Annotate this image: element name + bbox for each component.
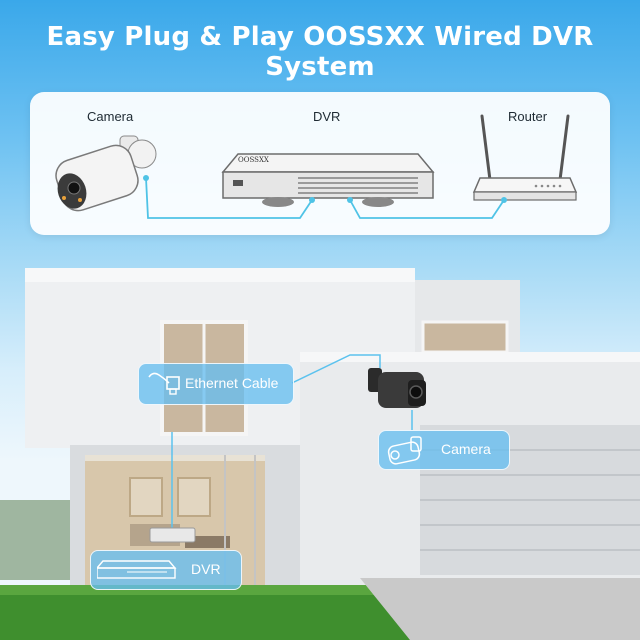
cable-lines	[143, 175, 507, 219]
dvr-icon	[221, 153, 435, 207]
headline: Easy Plug & Play OOSSXX Wired DVR System	[46, 22, 594, 82]
camera-icon	[55, 135, 157, 212]
dvr-small-icon	[97, 560, 177, 579]
camera-small-icon	[387, 436, 422, 465]
dvr-callout: DVR	[90, 550, 242, 590]
diagram-dvr-label: DVR	[313, 109, 341, 124]
camera-callout-label: Camera	[441, 441, 491, 457]
diagram-router-label: Router	[508, 109, 548, 124]
ethernet-cable-label: Ethernet Cable	[185, 375, 279, 391]
ethernet-plug-icon	[148, 372, 180, 395]
dvr-brand-text: OOSSXX	[238, 156, 269, 164]
diagram-camera-label: Camera	[87, 109, 134, 124]
ethernet-cable-callout: Ethernet Cable	[138, 363, 294, 405]
router-icon	[472, 114, 578, 201]
camera-callout: Camera	[378, 430, 510, 470]
dvr-callout-label: DVR	[191, 561, 221, 577]
connection-diagram-card: Camera DVR Router OOSS	[30, 92, 610, 235]
